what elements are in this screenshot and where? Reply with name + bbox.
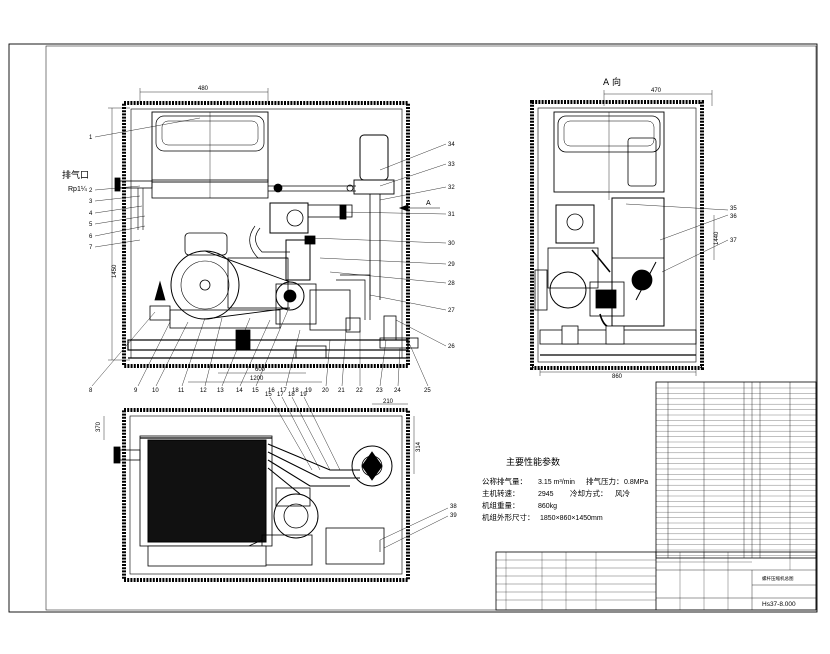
callout-7: 7 xyxy=(89,245,93,251)
callout-3: 3 xyxy=(89,199,93,205)
callout-5: 5 xyxy=(89,222,93,228)
spec-r2-label: 主机转速： xyxy=(482,488,520,498)
callout-10: 10 xyxy=(152,388,159,394)
callout-34: 34 xyxy=(448,142,455,148)
side-enclosure-wall xyxy=(530,100,704,370)
callout-18: 18 xyxy=(292,388,299,394)
plan-callout-39: 39 xyxy=(450,513,457,519)
callout-36: 36 xyxy=(730,214,737,220)
callout-12: 12 xyxy=(200,388,207,394)
callout-2: 2 xyxy=(89,188,93,194)
callout-11: 11 xyxy=(178,388,185,394)
dim-front-height: 1450 xyxy=(112,264,118,278)
spec-r1-value: 3.15 m³/min xyxy=(538,479,575,486)
callout-13: 13 xyxy=(217,388,224,394)
callout-37: 37 xyxy=(730,238,737,244)
front-callouts: 1 2 3 4 5 6 7 8 9 10 11 12 13 14 15 16 1… xyxy=(89,135,455,394)
callout-8: 8 xyxy=(89,388,93,394)
spec-r3-value: 860kg xyxy=(538,503,557,510)
spec-r4-label: 机组外形尺寸： xyxy=(482,512,535,522)
callout-29: 29 xyxy=(448,262,455,268)
callout-15: 15 xyxy=(252,388,259,394)
callout-20: 20 xyxy=(322,388,329,394)
drawing-number: Hs37-8.000 xyxy=(762,601,796,608)
spec-r3-label: 机组重量： xyxy=(482,500,520,510)
dim-plan-offset: 210 xyxy=(383,399,394,405)
callout-26: 26 xyxy=(448,344,455,350)
callout-14: 14 xyxy=(236,388,243,394)
callout-33: 33 xyxy=(448,162,455,168)
dim-front-base-a: 600 xyxy=(255,367,266,373)
callout-30: 30 xyxy=(448,241,455,247)
dim-side-top: 470 xyxy=(651,88,662,94)
callout-21: 21 xyxy=(338,388,345,394)
callout-35: 35 xyxy=(730,206,737,212)
parts-list-table xyxy=(495,381,817,611)
side-leaders xyxy=(625,203,729,273)
spec-r2b-label: 冷却方式： xyxy=(570,488,608,498)
plan-callout-17: 17 xyxy=(277,392,284,398)
spec-r1-label: 公称排气量： xyxy=(482,476,527,486)
spec-r2-value: 2945 xyxy=(538,491,554,498)
callout-25: 25 xyxy=(424,388,431,394)
plan-callout-38: 38 xyxy=(450,504,457,510)
plan-enclosure-wall xyxy=(122,408,410,582)
spec-r4-value: 1850×860×1450mm xyxy=(540,515,603,522)
callout-1: 1 xyxy=(89,135,93,141)
outer-frame xyxy=(8,43,818,613)
inner-frame xyxy=(45,45,817,611)
dim-plan-right: 314 xyxy=(416,441,422,452)
dim-side-base: 860 xyxy=(612,374,623,380)
exhaust-port-label: 排气口 xyxy=(62,169,89,181)
plan-callout-18: 18 xyxy=(288,392,295,398)
spec-r2b-value: 风冷 xyxy=(615,488,630,498)
side-view-title: A 向 xyxy=(603,76,621,88)
callout-27: 27 xyxy=(448,308,455,314)
callout-4: 4 xyxy=(89,211,93,217)
front-leaders xyxy=(91,117,447,387)
callout-31: 31 xyxy=(448,212,455,218)
dim-front-top: 480 xyxy=(198,86,209,92)
plan-callout-19: 19 xyxy=(300,392,307,398)
dim-plan-left: 370 xyxy=(96,421,102,432)
dim-side-height: 1440 xyxy=(714,231,720,245)
callout-24: 24 xyxy=(394,388,401,394)
callout-28: 28 xyxy=(448,281,455,287)
callout-9: 9 xyxy=(134,388,138,394)
view-arrow-label: A xyxy=(426,200,431,207)
plan-callout-15: 15 xyxy=(265,392,272,398)
enclosure-wall xyxy=(122,101,410,368)
spec-r1b-value: 0.8MPa xyxy=(624,479,648,486)
callout-19: 19 xyxy=(305,388,312,394)
callout-6: 6 xyxy=(89,234,93,240)
plan-view xyxy=(103,403,415,582)
callout-22: 22 xyxy=(356,388,363,394)
front-view xyxy=(108,88,440,383)
callout-32: 32 xyxy=(448,185,455,191)
spec-title: 主要性能参数 xyxy=(506,456,560,468)
thread-label: Rp1¼ xyxy=(68,186,87,193)
side-view xyxy=(530,90,715,376)
callout-23: 23 xyxy=(376,388,383,394)
spec-r1b-label: 排气压力： xyxy=(586,476,624,486)
plan-leaders xyxy=(269,396,449,549)
callout-17: 17 xyxy=(280,388,287,394)
dim-front-base-b: 1200 xyxy=(250,376,264,382)
drawing-name: 螺杆压缩机总图 xyxy=(762,575,794,582)
spec-block: 主要性能参数 公称排气量： 3.15 m³/min 排气压力： 0.8MPa 主… xyxy=(482,456,648,522)
callout-16: 16 xyxy=(268,388,275,394)
